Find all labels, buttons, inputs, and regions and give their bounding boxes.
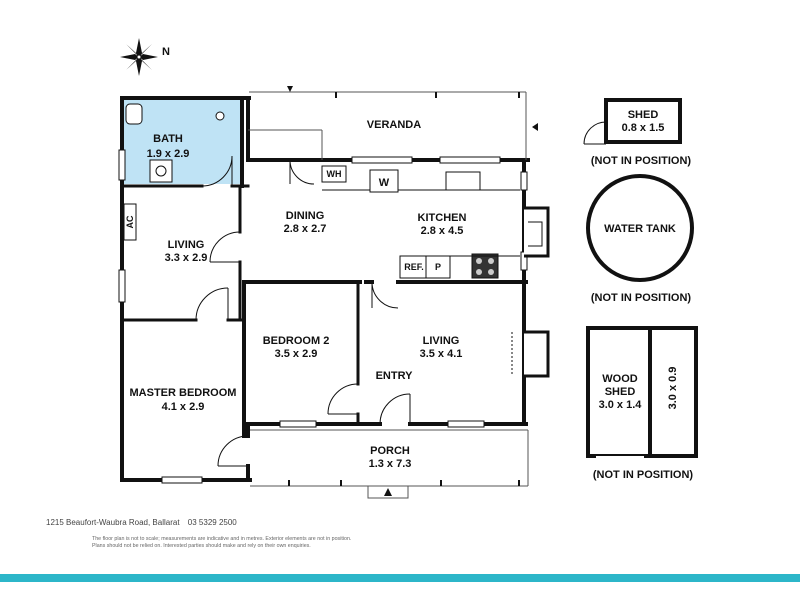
kitchen-label: KITCHEN bbox=[418, 212, 467, 224]
porch-label: PORCH bbox=[370, 445, 410, 457]
veranda-label: VERANDA bbox=[367, 119, 421, 131]
water-heater-label: WH bbox=[327, 169, 342, 179]
bath-fixtures bbox=[125, 103, 225, 183]
porch-outline bbox=[250, 429, 529, 499]
windows bbox=[118, 149, 528, 484]
veranda-posts bbox=[287, 86, 538, 131]
master-size: 4.1 x 2.9 bbox=[162, 401, 205, 413]
water-tank-label: WATER TANK bbox=[604, 223, 676, 235]
porch-posts bbox=[288, 480, 520, 496]
living-chimney bbox=[524, 330, 550, 378]
toilet-icon bbox=[125, 103, 143, 125]
living-west-size: 3.3 x 2.9 bbox=[165, 252, 208, 264]
living-main-size: 3.5 x 4.1 bbox=[420, 348, 463, 360]
disclaimer-line-1: The floor plan is not to scale; measurem… bbox=[92, 536, 352, 542]
bedroom2-label: BEDROOM 2 bbox=[263, 335, 330, 347]
disclaimer-line-2: Plans should not be relied on. Intereste… bbox=[92, 543, 311, 549]
water-tank-note: (NOT IN POSITION) bbox=[591, 292, 692, 304]
bath-label: BATH bbox=[153, 133, 183, 145]
veranda-outline bbox=[248, 91, 527, 160]
living-main-label: LIVING bbox=[423, 335, 460, 347]
bedroom2-size: 3.5 x 2.9 bbox=[275, 348, 318, 360]
kitchen-sink-icon bbox=[445, 171, 481, 191]
water-tank-outline bbox=[586, 174, 694, 282]
address-text: 1215 Beaufort-Waubra Road, Ballarat bbox=[46, 518, 180, 527]
dining-size: 2.8 x 2.7 bbox=[284, 223, 327, 235]
shed-size: 0.8 x 1.5 bbox=[622, 122, 665, 134]
ac-unit bbox=[123, 203, 137, 241]
wood-shed-note: (NOT IN POSITION) bbox=[593, 469, 694, 481]
porch-size: 1.3 x 7.3 bbox=[369, 458, 412, 470]
wood-shed-label-2: SHED bbox=[605, 386, 636, 398]
shed-outline bbox=[604, 98, 682, 144]
doors bbox=[195, 155, 411, 467]
master-label: MASTER BEDROOM bbox=[130, 387, 237, 399]
wood-shed-label-1: WOOD bbox=[602, 373, 637, 385]
footer-disclaimer: The floor plan is not to scale; measurem… bbox=[92, 536, 412, 550]
entry-label: ENTRY bbox=[376, 370, 414, 382]
ac-label: AC bbox=[125, 215, 135, 228]
wood-shed-side-size: 3.0 x 0.9 bbox=[667, 367, 679, 410]
dining-label: DINING bbox=[286, 210, 325, 222]
footer-address: 1215 Beaufort-Waubra Road, Ballarat 03 5… bbox=[46, 518, 237, 527]
compass-north-label: N bbox=[162, 46, 170, 58]
accent-bar bbox=[0, 574, 800, 582]
compass-rose-icon bbox=[120, 38, 158, 76]
kitchen-size: 2.8 x 4.5 bbox=[421, 225, 464, 237]
fridge-label: REF. bbox=[404, 262, 424, 272]
shed-label: SHED bbox=[628, 109, 659, 121]
kitchen-chimney bbox=[524, 206, 550, 258]
shed-note: (NOT IN POSITION) bbox=[591, 155, 692, 167]
cooktop-icon bbox=[471, 253, 499, 279]
washer-label: W bbox=[379, 177, 390, 189]
living-west-label: LIVING bbox=[168, 239, 205, 251]
shower-icon bbox=[215, 111, 225, 121]
cooktop-burners bbox=[476, 258, 494, 275]
wood-shed-size: 3.0 x 1.4 bbox=[599, 399, 643, 411]
bath-size: 1.9 x 2.9 bbox=[147, 148, 190, 160]
pantry-label: P bbox=[435, 262, 441, 272]
phone-text: 03 5329 2500 bbox=[187, 518, 237, 527]
kitchen-bench bbox=[321, 165, 520, 279]
